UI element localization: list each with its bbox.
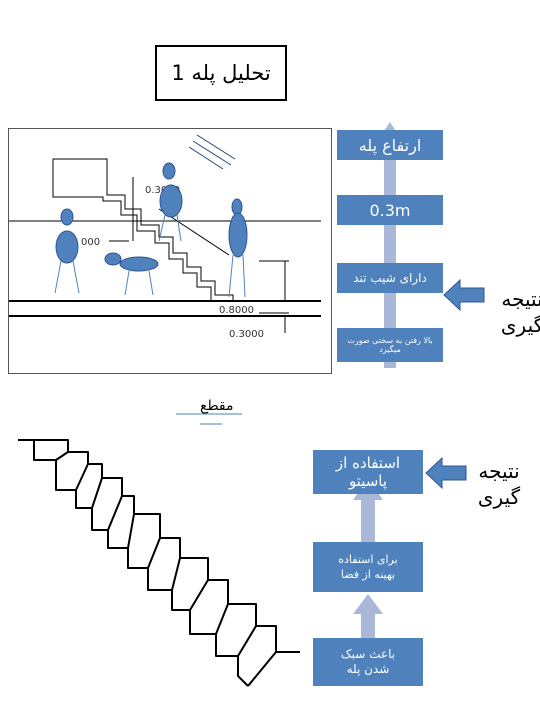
bottom-flow-arrows [353,478,383,638]
tread-edge-7 [171,557,181,591]
bottom-left-arrow-icon [425,456,467,490]
analysis-title-text: تحلیل پله 1 [171,61,271,85]
stair-underside-line [33,440,249,687]
dim-label-4: 0.3000 [229,329,264,340]
dim-label-2: 000 [81,237,100,248]
person-1-leg-r [72,260,80,294]
person-3-body [228,212,248,258]
person-3-leg-r [242,254,246,298]
bottom-box-3-text: باعث سبک شدن پله [340,647,396,676]
tread-edge-6 [147,537,161,569]
stair-outline-1 [53,158,234,301]
person-3-leg-l [228,254,234,298]
tread-edge-8 [189,579,209,611]
dim-label-3: 0.8000 [219,305,254,316]
hatch-line-3 [196,134,236,160]
bottom-box-1-text: استفاده از پاسیتو [335,454,401,490]
person-1-leg-l [54,260,62,294]
hatch-line-2 [192,140,232,166]
tread-edge-9 [215,603,229,635]
table-leg-r [148,270,154,296]
tread-edge-11 [247,651,277,687]
person-2-head [162,162,176,180]
bottom-box-2-text: برای استفاده بهینه از فضا [338,553,398,581]
person-3-head [231,198,243,216]
bottom-box-2: برای استفاده بهینه از فضا [313,542,423,592]
top-flow-arrow [377,122,403,368]
section-caption-text: مقطع [200,398,234,414]
section-caption-underline [176,413,242,425]
stair-nosing-line [18,439,300,653]
bottom-side-label-line1: نتیجه [478,459,520,483]
top-box-3: دارای شیب تند [337,263,443,293]
top-side-label-line2: گیری [500,313,540,337]
section-caption: مقطع [200,398,234,414]
top-flow-arrows [377,122,403,368]
top-box-3-text: دارای شیب تند [353,271,427,285]
top-box-2: 0.3m [337,195,443,225]
top-side-label: نتیجه گیری [482,286,540,338]
section-drawing-svg: 0.3000 000 0.8000 0.3000 [9,134,321,340]
person-2-leg-r [176,214,182,242]
bottom-flow-column: استفاده از پاسیتو برای استفاده بهینه از … [313,448,423,690]
top-box-1: ارتفاع پله [337,130,443,160]
bottom-box-1: استفاده از پاسیتو [313,450,423,494]
tread-edge-3 [91,477,103,509]
bottom-flow-arrow-lower [353,594,383,638]
stair-perspective-sketch [18,439,300,687]
stair-outline-2 [52,159,212,301]
tread-edge-2 [75,463,89,491]
person-2-leg-l [158,214,166,242]
stool-seat [104,252,122,266]
top-box-4: بالا رفتن به سختی صورت میگیرد [337,328,443,362]
bottom-flow-arrow-upper [353,478,383,542]
person-1-body [55,230,79,264]
bottom-box-3: باعث سبک شدن پله [313,638,423,686]
top-box-1-text: ارتفاع پله [358,135,422,155]
hatch-line-1 [188,146,224,170]
section-drawing: 0.3000 000 0.8000 0.3000 [8,128,332,374]
table-top [119,256,159,272]
tread-edge-10 [237,625,257,657]
person-1-head [60,208,74,226]
top-box-4-text: بالا رفتن به سختی صورت میگیرد [347,336,433,354]
bottom-side-label: نتیجه گیری [460,458,538,510]
top-left-arrow-icon [443,278,485,312]
analysis-title: تحلیل پله 1 [155,45,287,101]
person-2-body [159,184,183,218]
tread-edge-5 [127,513,135,549]
top-flow-column: ارتفاع پله 0.3m دارای شیب تند بالا رفتن … [337,118,443,368]
top-side-label-line1: نتیجه [501,287,540,311]
bottom-side-label-line2: گیری [477,485,521,509]
top-box-2-text: 0.3m [369,200,411,220]
table-leg-l [124,270,130,296]
tread-edge-4 [107,495,123,531]
tread-edge-1 [55,451,69,461]
